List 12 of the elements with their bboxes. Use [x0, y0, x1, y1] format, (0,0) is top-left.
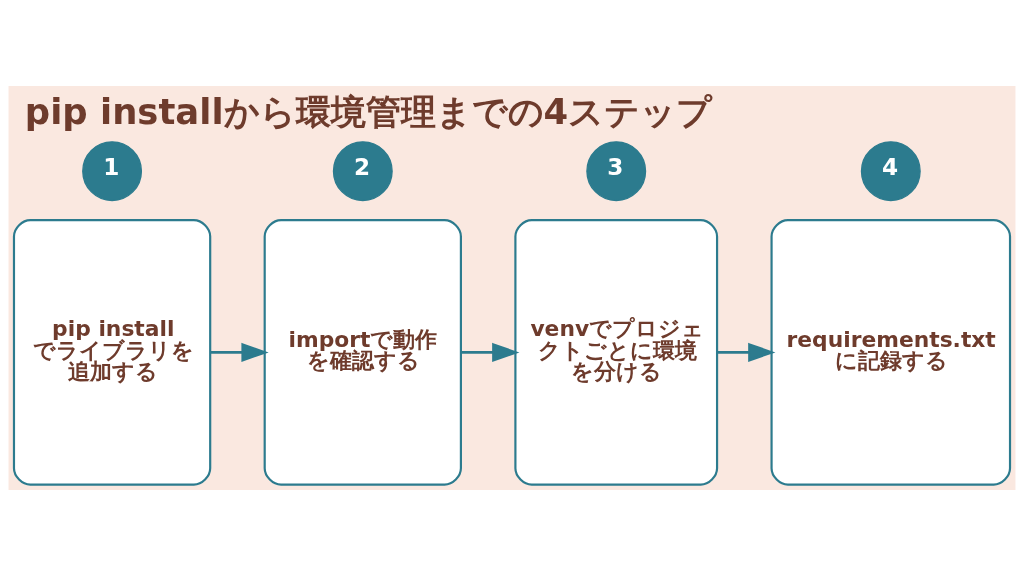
node-box: venvでプロジェクトごとに環境を分ける: [514, 219, 719, 486]
node-circle: 2: [332, 141, 393, 202]
node-box: pip installでライブラリを追加する: [12, 219, 212, 486]
arrow: [717, 342, 776, 362]
node-circle: 4: [860, 141, 921, 202]
diagram-title: pip installから環境管理までの4ステップ: [24, 90, 713, 132]
arrow: [461, 342, 520, 362]
arrow: [210, 342, 269, 362]
node-circle: 1: [82, 141, 143, 202]
node-box: requirements.txtに記録する: [770, 219, 1012, 486]
node-box: importで動作を確認する: [263, 219, 462, 486]
node-circle: 3: [586, 141, 647, 202]
